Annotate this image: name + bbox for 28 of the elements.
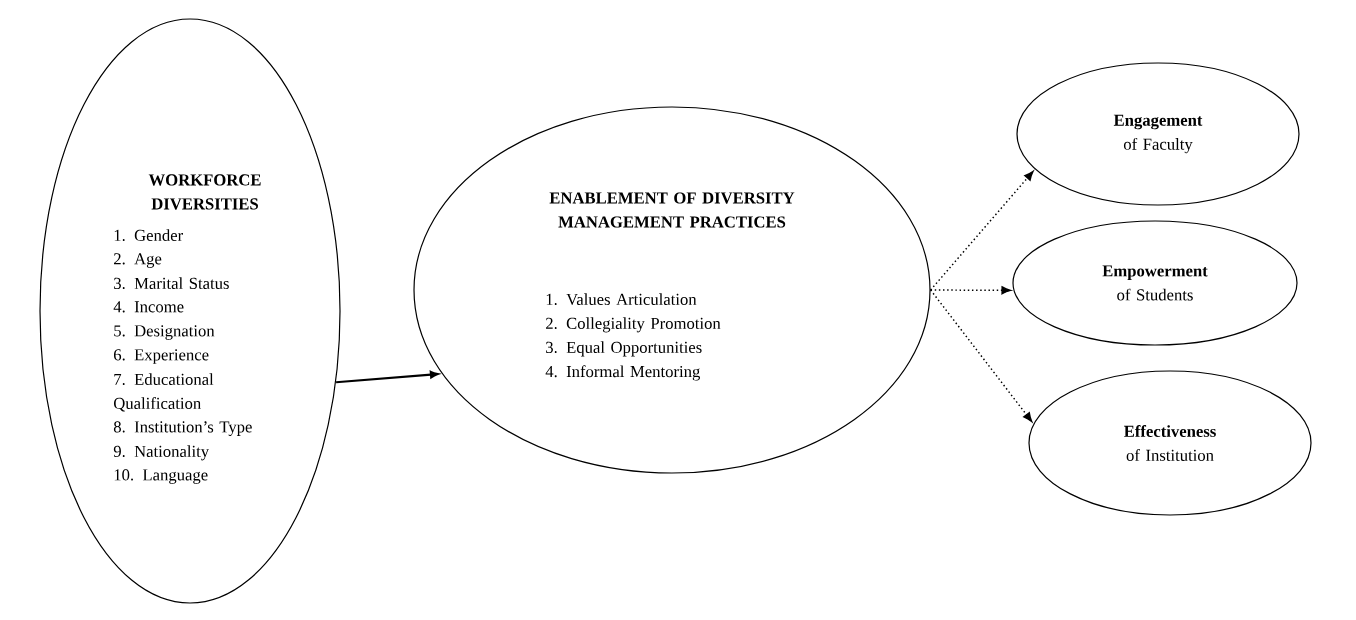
list-item: 4. Informal Mentoring [545, 365, 700, 381]
oval [1016, 62, 1300, 206]
oval-label: Empowerment of Students [1102, 265, 1208, 301]
list-item: 9. Nationality [113, 445, 210, 461]
list-item: 7. Educational Qualification [113, 373, 214, 412]
arrow [929, 170, 1034, 291]
arrow [929, 289, 1033, 423]
arrow [336, 370, 439, 384]
oval [1028, 370, 1312, 516]
list-item: 1. Gender [114, 229, 183, 242]
list-item: 4. Income [113, 301, 184, 313]
list-item: 10. Language [114, 469, 208, 484]
arrow [929, 286, 1012, 295]
list-item: 2. Age [114, 253, 162, 268]
heading: ENABLEMENT OF DIVERSITY MANAGEMENT PRACTICES [549, 192, 795, 228]
oval [1012, 220, 1298, 346]
oval [413, 106, 931, 474]
list-item: 8. Institution’s Type [113, 421, 252, 436]
list-item: 3. Equal Opportunities [546, 341, 702, 357]
list-item: 3. Marital Status [114, 277, 229, 290]
oval-label: Engagement of Faculty [1113, 114, 1203, 154]
oval-label: Effectiveness of Institution [1124, 425, 1216, 461]
list-item: 1. Values Articulation [546, 293, 697, 306]
oval [39, 18, 341, 604]
list-item: 2. Collegiality Promotion [546, 317, 721, 333]
list-item: 5. Designation [114, 325, 215, 340]
heading: WORKFORCE DIVERSITIES [148, 174, 261, 210]
list-item: 6. Experience [114, 349, 209, 364]
